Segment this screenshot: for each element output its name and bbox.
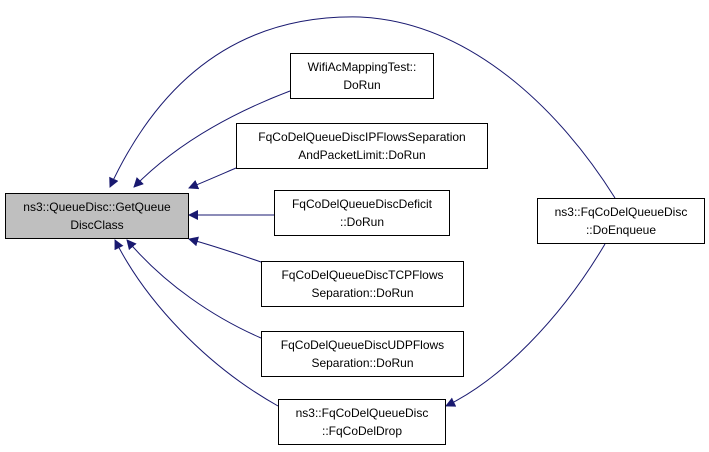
node-udp-flows-separation-line2: Separation::DoRun bbox=[311, 356, 414, 370]
edge-tcp-flows-to-get-queue-disc-class bbox=[188, 236, 262, 263]
node-do-enqueue-line2: ::DoEnqueue bbox=[585, 223, 657, 237]
node-ip-flows-separation-line2: AndPacketLimit::DoRun bbox=[298, 148, 426, 162]
edge-fqcodel-drop-to-get-queue-disc-class bbox=[114, 239, 279, 407]
node-ip-flows-separation-line1: FqCoDelQueueDiscIPFlowsSeparation bbox=[258, 130, 466, 144]
node-fqcodel-drop[interactable]: ns3::FqCoDelQueueDisc ::FqCoDelDrop bbox=[278, 399, 446, 445]
node-fqcodel-drop-line2: ::FqCoDelDrop bbox=[321, 424, 403, 438]
node-udp-flows-separation[interactable]: FqCoDelQueueDiscUDPFlows Separation::DoR… bbox=[261, 331, 464, 377]
node-wifi-ac-mapping-test-line1: WifiAcMappingTest:: bbox=[307, 60, 417, 74]
node-tcp-flows-separation[interactable]: FqCoDelQueueDiscTCPFlows Separation::DoR… bbox=[261, 261, 464, 307]
node-deficit[interactable]: FqCoDelQueueDiscDeficit ::DoRun bbox=[274, 190, 450, 236]
edge-wifi-ac-mapping-to-get-queue-disc-class bbox=[133, 90, 291, 188]
node-udp-flows-separation-line1: FqCoDelQueueDiscUDPFlows bbox=[280, 338, 445, 352]
node-get-queue-disc-class: ns3::QueueDisc::GetQueue DiscClass bbox=[5, 193, 189, 239]
node-fqcodel-drop-line1: ns3::FqCoDelQueueDisc bbox=[295, 406, 429, 420]
node-do-enqueue-line1: ns3::FqCoDelQueueDisc bbox=[554, 205, 688, 219]
node-deficit-line1: FqCoDelQueueDiscDeficit bbox=[291, 197, 433, 211]
node-deficit-line2: ::DoRun bbox=[339, 215, 385, 229]
node-wifi-ac-mapping-test-line2: DoRun bbox=[343, 78, 381, 92]
node-wifi-ac-mapping-test[interactable]: WifiAcMappingTest:: DoRun bbox=[290, 53, 434, 99]
node-get-queue-disc-class-line2: DiscClass bbox=[70, 218, 124, 232]
node-get-queue-disc-class-line1: ns3::QueueDisc::GetQueue bbox=[23, 200, 171, 214]
node-tcp-flows-separation-line1: FqCoDelQueueDiscTCPFlows bbox=[281, 268, 444, 282]
edge-do-enqueue-to-fqcodel-drop bbox=[445, 243, 606, 407]
edge-udp-flows-to-get-queue-disc-class bbox=[126, 239, 262, 339]
edge-ip-flows-separation-to-get-queue-disc-class bbox=[188, 167, 237, 190]
node-ip-flows-separation[interactable]: FqCoDelQueueDiscIPFlowsSeparation AndPac… bbox=[236, 123, 488, 169]
edge-do-enqueue-to-get-queue-disc-class bbox=[109, 16, 616, 199]
node-tcp-flows-separation-line2: Separation::DoRun bbox=[311, 286, 414, 300]
node-do-enqueue[interactable]: ns3::FqCoDelQueueDisc ::DoEnqueue bbox=[537, 198, 705, 244]
